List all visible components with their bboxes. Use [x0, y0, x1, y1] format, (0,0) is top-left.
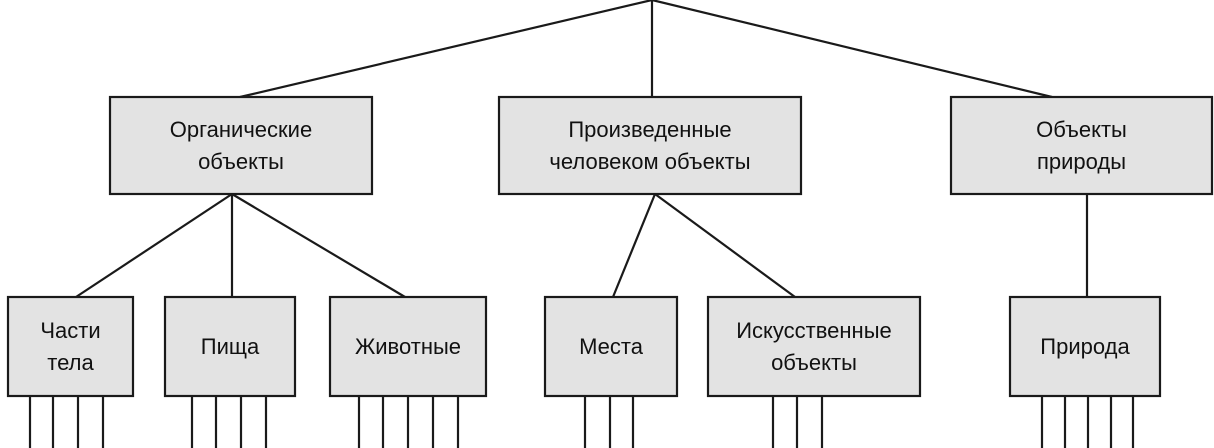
node-food: Пища: [163, 295, 297, 398]
node-nature-objects: Объекты природы: [949, 95, 1214, 196]
node-box-body-parts: [6, 295, 135, 398]
node-box-nature-objects: [949, 95, 1214, 196]
node-label-body-parts-line-1: Части: [40, 318, 100, 343]
node-places: Места: [543, 295, 679, 398]
node-label-food-line-1: Пища: [201, 334, 260, 359]
connector-lines: [28, 0, 1135, 448]
node-label-artificial-line-1: Искусственные: [736, 318, 892, 343]
node-artificial: Искусственные объекты: [706, 295, 922, 398]
node-box-food: [163, 295, 297, 398]
node-label-body-parts-line-2: тела: [47, 350, 94, 375]
node-nature: Природа: [1008, 295, 1162, 398]
node-box-animals: [328, 295, 488, 398]
edge-root-to-organic: [239, 0, 653, 99]
node-box-organic: [108, 95, 374, 196]
node-label-animals-line-1: Животные: [355, 334, 461, 359]
node-body-parts: Части тела: [6, 295, 135, 398]
node-box-man-made: [497, 95, 803, 196]
node-boxes: Органические объекты Произведенные человеко…: [6, 95, 1214, 398]
node-box-nature: [1008, 295, 1162, 398]
edge-man-made-to-artificial: [654, 193, 796, 298]
node-box-places: [543, 295, 679, 398]
node-label-places-line-1: Места: [579, 334, 644, 359]
node-label-nature-line-1: Природа: [1040, 334, 1130, 359]
node-man-made: Произведенные человеком объекты: [497, 95, 803, 196]
node-organic: Органические объекты: [108, 95, 374, 196]
node-box-artificial: [706, 295, 922, 398]
node-animals: Животные: [328, 295, 488, 398]
node-label-man-made-line-1: Произведенные: [568, 117, 731, 142]
node-label-artificial-line-2: объекты: [771, 350, 857, 375]
node-label-organic-line-2: объекты: [198, 149, 284, 174]
edge-organic-to-animals: [231, 193, 406, 298]
node-label-man-made-line-2: человеком объекты: [549, 149, 750, 174]
node-label-nature-objects-line-2: природы: [1037, 149, 1126, 174]
edge-organic-to-body-parts: [75, 193, 233, 298]
edge-root-to-nature-objects: [651, 0, 1053, 99]
edge-man-made-to-places: [611, 193, 657, 298]
node-label-nature-objects-line-1: Объекты: [1036, 117, 1127, 142]
node-label-organic-line-1: Органические: [170, 117, 312, 142]
